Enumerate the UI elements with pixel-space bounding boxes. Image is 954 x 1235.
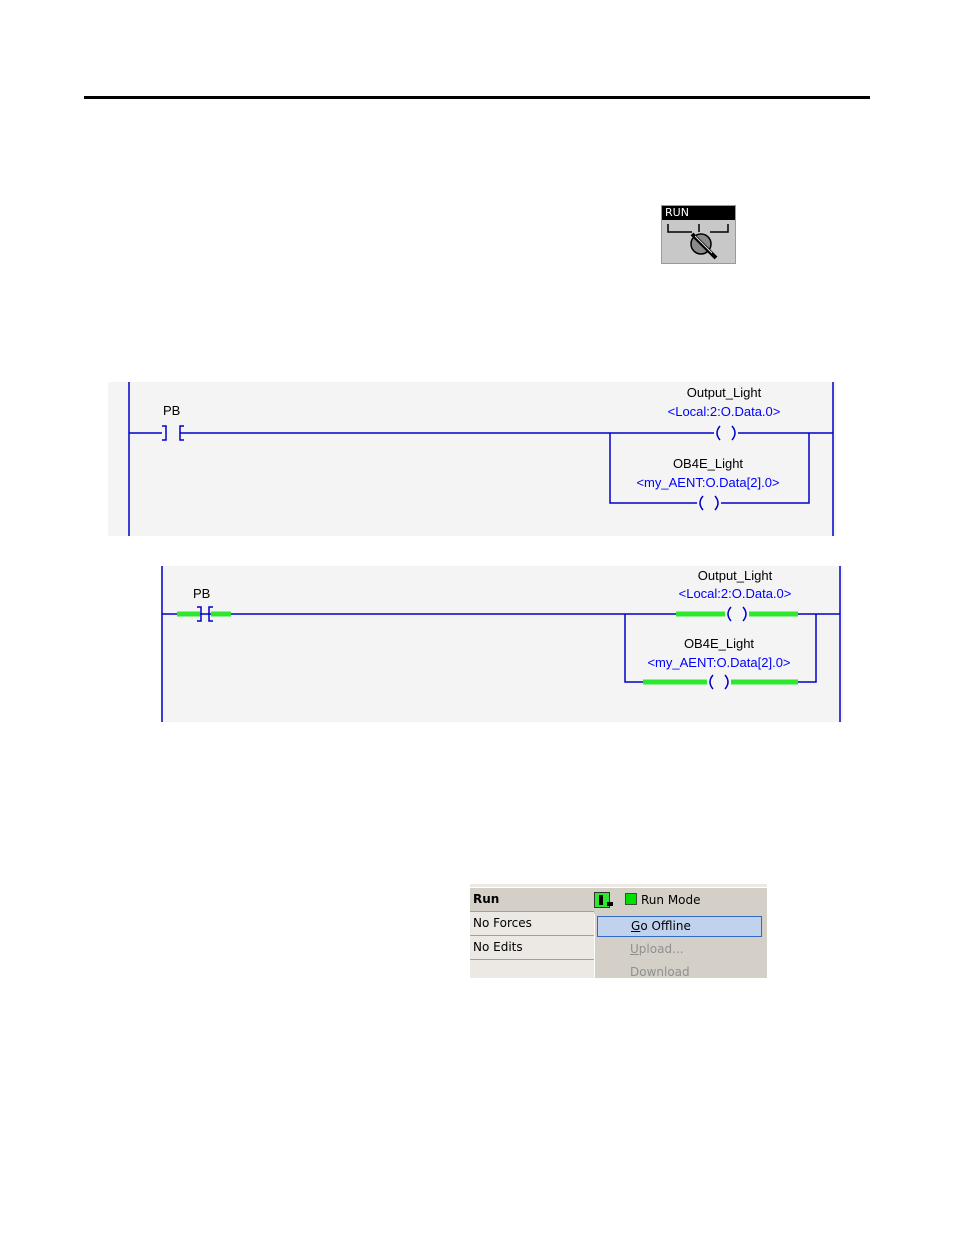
controller-mode-menu: Go Offline Upload... Download [594, 914, 767, 978]
coil1-tag: Output_Light [687, 385, 762, 400]
ladder-rung-offline: PB Output_Light <Local:2:O.Data.0> OB4E_… [108, 382, 836, 536]
ladder-rung-online: PB Output_Light <Local:2:O.Data.0> OB4E_… [161, 566, 843, 722]
coil2-tag: OB4E_Light [673, 456, 743, 471]
contact-tag: PB [193, 586, 210, 601]
blank-status-row [470, 960, 594, 978]
run-mode-led-icon [625, 893, 637, 905]
contact-tag: PB [163, 403, 180, 418]
output-coil-2[interactable] [697, 495, 721, 511]
upload-label: pload... [639, 942, 684, 956]
keyswitch-icon [662, 220, 735, 263]
run-status-label: Run [470, 888, 594, 912]
menu-item-go-offline[interactable]: Go Offline [597, 916, 762, 937]
run-mode-text: Run Mode [641, 892, 701, 908]
go-offline-mnemonic: G [631, 919, 640, 933]
coil2-tag: OB4E_Light [684, 636, 754, 651]
output-coil-1[interactable] [714, 425, 738, 441]
edits-status-label: No Edits [470, 936, 594, 960]
output-coil-2[interactable] [707, 674, 731, 690]
chevron-down-icon[interactable] [607, 902, 613, 906]
menu-item-upload[interactable]: Upload... [597, 939, 762, 960]
run-label: RUN [662, 206, 735, 220]
go-offline-label: o Offline [640, 919, 691, 933]
controller-status-panel: Run No Forces No Edits Run Mode Go Offli… [470, 884, 767, 978]
coil1-tag: Output_Light [698, 568, 773, 583]
menu-item-download[interactable]: Download [597, 962, 762, 978]
upload-mnemonic: U [630, 942, 639, 956]
coil2-address: <my_AENT:O.Data[2].0> [647, 655, 790, 670]
coil1-address: <Local:2:O.Data.0> [668, 404, 781, 419]
output-coil-1[interactable] [725, 606, 749, 622]
run-mode-button[interactable]: RUN [661, 205, 736, 264]
header-rule [84, 96, 870, 99]
forces-status-label: No Forces [470, 912, 594, 936]
coil1-address: <Local:2:O.Data.0> [679, 586, 792, 601]
coil2-address: <my_AENT:O.Data[2].0> [636, 475, 779, 490]
